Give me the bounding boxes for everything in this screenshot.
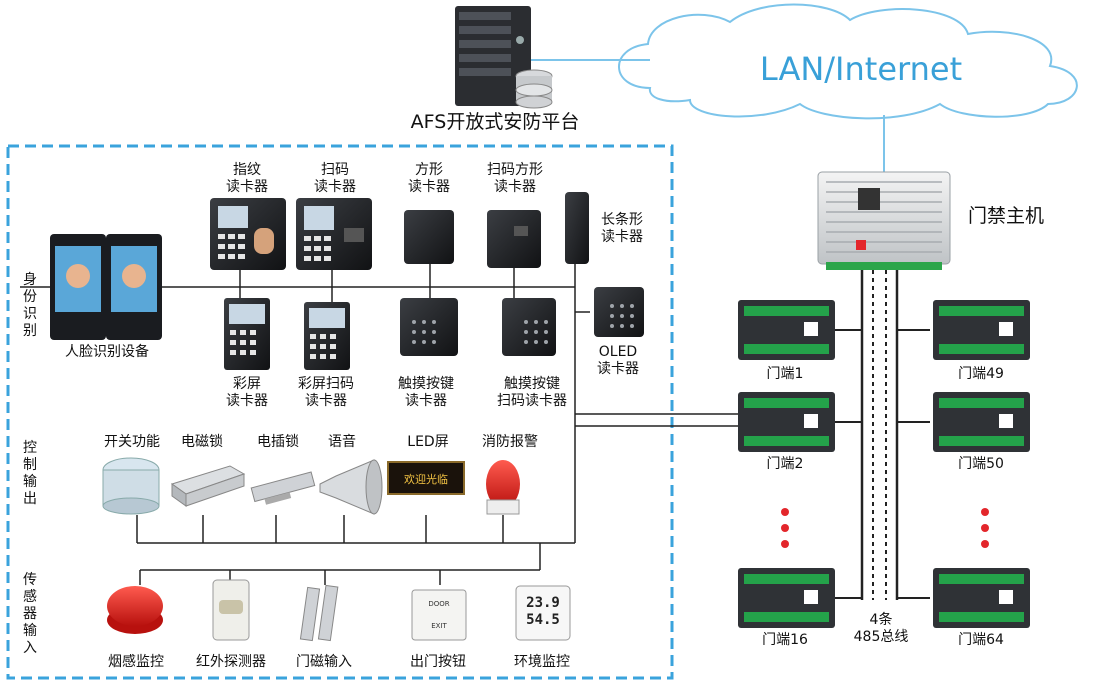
- door-50-label: 门端50: [958, 456, 1004, 472]
- switch-module-icon: [102, 457, 160, 515]
- sensor-infrared-label: 红外探测器: [196, 654, 266, 670]
- oled-reader-icon: [594, 287, 644, 337]
- env-temp-text: 23.9: [526, 595, 560, 611]
- fire-alarm-icon: [486, 460, 520, 515]
- reader-face-label: 人脸识别设备: [65, 344, 149, 360]
- section-control-label: 控制输出: [23, 440, 37, 507]
- sensor-magnet-label: 门磁输入: [296, 654, 352, 670]
- output-maglock-label: 电磁锁: [181, 434, 223, 450]
- section-sensor-label: 传感器输入: [23, 572, 37, 656]
- reader-oled-label: OLED 读卡器: [597, 344, 639, 377]
- output-switch-label: 开关功能: [104, 434, 160, 450]
- face-recognition-icon: [50, 234, 162, 340]
- controller-device-icon: [817, 171, 951, 270]
- device-zone-border: [6, 144, 674, 680]
- sensor-exit-label: 出门按钮: [410, 654, 466, 670]
- led-screen-icon: 欢迎光临: [387, 461, 465, 495]
- reader-touch-label: 触摸按键 读卡器: [398, 376, 454, 409]
- environment-monitor-icon: 23.9 54.5: [515, 585, 571, 641]
- exit-button-exit-text: EXIT: [431, 622, 447, 630]
- door-49-label: 门端49: [958, 366, 1004, 382]
- door-2-label: 门端2: [766, 456, 804, 472]
- infrared-detector-icon: [212, 579, 250, 641]
- door-1-label: 门端1: [766, 366, 804, 382]
- touch-reader-icon: [400, 298, 458, 356]
- section-identity-label: 身份识别: [23, 272, 37, 339]
- reader-color-scan-label: 彩屏扫码 读卡器: [298, 376, 354, 409]
- door-16-label: 门端16: [762, 632, 808, 648]
- reader-color-label: 彩屏 读卡器: [226, 376, 268, 409]
- reader-fingerprint-label: 指纹 读卡器: [226, 162, 268, 195]
- platform-label: AFS开放式安防平台: [410, 111, 580, 133]
- speaker-horn-icon: [319, 459, 383, 515]
- electric-bolt-lock-icon: [250, 471, 316, 505]
- exit-button-icon: DOOR EXIT: [411, 589, 467, 641]
- reader-scan-label: 扫码 读卡器: [314, 162, 356, 195]
- sensor-env-label: 环境监控: [514, 654, 570, 670]
- output-led-label: LED屏: [407, 434, 449, 450]
- door-magnet-icon: [299, 584, 339, 642]
- door-64-label: 门端64: [958, 632, 1004, 648]
- color-screen-reader-icon: [224, 298, 270, 370]
- door-module-icons: [738, 300, 1030, 628]
- output-boltlock-label: 电插锁: [257, 434, 299, 450]
- reader-scan-square-label: 扫码方形 读卡器: [487, 162, 543, 195]
- env-humidity-text: 54.5: [526, 612, 560, 628]
- continuation-dots: [781, 508, 989, 548]
- smoke-detector-icon: [107, 586, 163, 634]
- square-reader-icon: [404, 210, 454, 264]
- scan-square-reader-icon: [487, 210, 541, 268]
- led-screen-text: 欢迎光临: [404, 472, 448, 486]
- reader-square-label: 方形 读卡器: [408, 162, 450, 195]
- cloud-icon: [618, 3, 1078, 120]
- rs485-bus-lines: [860, 270, 899, 600]
- network-label: LAN/Internet: [759, 50, 963, 88]
- fingerprint-reader-icon: [210, 198, 286, 270]
- reader-long-label: 长条形 读卡器: [601, 212, 643, 245]
- output-fire-label: 消防报警: [482, 434, 538, 450]
- exit-button-door-text: DOOR: [428, 600, 449, 608]
- electromagnetic-lock-icon: [170, 465, 246, 507]
- long-reader-icon: [565, 192, 589, 264]
- touch-scan-reader-icon: [502, 298, 556, 356]
- bus-label: 4条 485总线: [853, 612, 909, 645]
- color-scan-reader-icon: [304, 302, 350, 370]
- sensor-smoke-label: 烟感监控: [108, 654, 164, 670]
- controller-label: 门禁主机: [967, 205, 1044, 227]
- reader-touch-scan-label: 触摸按键 扫码读卡器: [497, 376, 567, 409]
- qr-scan-reader-icon: [296, 198, 372, 270]
- output-voice-label: 语音: [328, 434, 356, 450]
- server-icon: [455, 6, 553, 109]
